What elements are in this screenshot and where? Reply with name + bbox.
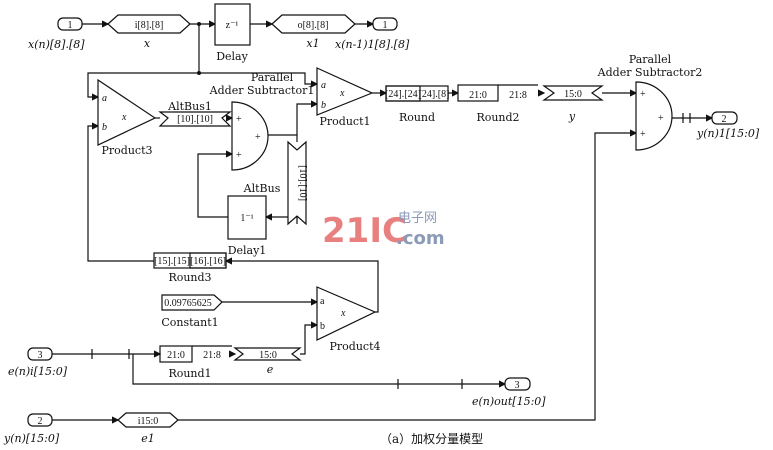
adder1-label-1: Parallel — [251, 71, 294, 84]
inport-2-label: y(n)[15:0] — [3, 432, 60, 445]
svg-text:1: 1 — [383, 20, 388, 31]
svg-text:+: + — [658, 113, 664, 124]
constant1-label: Constant1 — [161, 316, 218, 329]
svg-text:z⁻¹: z⁻¹ — [226, 20, 239, 31]
wires — [52, 20, 714, 424]
adder1-block[interactable]: + + + — [231, 101, 269, 171]
svg-text:+: + — [236, 150, 242, 161]
svg-text:a: a — [102, 93, 107, 104]
svg-text:21:0: 21:0 — [167, 350, 185, 361]
altbus1-block[interactable]: [10].[10] — [158, 111, 232, 127]
inport-2[interactable]: 2 — [27, 413, 53, 427]
product4-block[interactable]: a b x — [316, 286, 377, 341]
bus-x[interactable]: i[8].[8] — [107, 14, 191, 34]
svg-text:1: 1 — [68, 20, 73, 31]
svg-text:21IC: 21IC — [322, 211, 407, 251]
svg-text:3: 3 — [515, 380, 520, 391]
bus-x1[interactable]: o[8].[8] — [271, 14, 356, 34]
altbus1-label: AltBus1 — [167, 100, 212, 113]
svg-text:21:0: 21:0 — [469, 90, 487, 101]
svg-text:x: x — [339, 88, 345, 99]
product1-label: Product1 — [320, 115, 371, 128]
figure-caption: （a）加权分量模型 — [380, 432, 483, 446]
svg-text:[24].[8]: [24].[8] — [419, 89, 450, 100]
svg-text:o[8].[8]: o[8].[8] — [298, 20, 329, 31]
svg-text:.com: .com — [396, 228, 445, 249]
svg-text:+: + — [236, 114, 242, 125]
inport-3[interactable]: 3 — [27, 347, 53, 361]
round3-label: Round3 — [168, 271, 211, 284]
svg-text:2: 2 — [38, 416, 43, 427]
svg-text:x: x — [340, 308, 346, 319]
outport-2-label: y(n)1[15:0] — [696, 127, 760, 140]
svg-text:b: b — [321, 100, 326, 111]
svg-text:b: b — [102, 122, 107, 133]
outport-3-label: e(n)out[15:0] — [472, 395, 546, 408]
svg-text:[24].[24]: [24].[24] — [385, 89, 421, 100]
inport-1[interactable]: 1 — [57, 17, 83, 31]
svg-text:a: a — [321, 80, 326, 91]
svg-text:+: + — [640, 89, 646, 100]
altbus-label: AltBus — [243, 182, 281, 195]
delay1-label: Delay1 — [228, 244, 267, 257]
adder2-label-1: Parallel — [629, 53, 672, 66]
bus-e1-label: e1 — [141, 432, 155, 445]
adder1-label-2: Adder Subtractor1 — [209, 84, 315, 97]
svg-text:[15].[15]: [15].[15] — [154, 256, 190, 267]
svg-text:0.09765625: 0.09765625 — [164, 298, 212, 309]
adder2-label-2: Adder Subtractor2 — [597, 66, 703, 79]
outport-1-label: x(n-1)1[8].[8] — [335, 38, 410, 51]
inport-3-label: e(n)i[15:0] — [8, 365, 68, 378]
watermark: 21IC 电子网 .com — [322, 211, 445, 251]
bus-x1-label: x1 — [306, 37, 319, 50]
svg-text:21:8: 21:8 — [203, 350, 221, 361]
round1-block[interactable]: 21:0 21:8 — [159, 345, 232, 363]
svg-text:21:8: 21:8 — [509, 90, 527, 101]
svg-text:[10].[10]: [10].[10] — [297, 165, 308, 201]
round2-block[interactable]: 21:0 21:8 — [457, 84, 538, 102]
bus-x-label: x — [144, 37, 151, 50]
product3-label: Product3 — [102, 144, 153, 157]
product1-block[interactable]: a b x — [316, 67, 374, 116]
round-label: Round — [399, 111, 435, 124]
svg-text:+: + — [255, 132, 261, 143]
product4-label: Product4 — [330, 340, 381, 353]
svg-text:1⁻¹: 1⁻¹ — [240, 213, 253, 224]
round3-block[interactable]: [15].[15] [16].[16] — [153, 252, 227, 269]
svg-text:b: b — [320, 321, 325, 332]
round2-label: Round2 — [476, 111, 519, 124]
delay-label: Delay — [216, 50, 248, 63]
outport-1[interactable]: 1 — [372, 17, 398, 31]
svg-text:i15:0: i15:0 — [138, 416, 159, 427]
svg-text:15:0: 15:0 — [259, 350, 277, 361]
svg-text:[10].[10]: [10].[10] — [177, 114, 213, 125]
bus-e1[interactable]: i15:0 — [117, 412, 179, 428]
bus-e[interactable]: 15:0 — [233, 347, 302, 361]
round-block[interactable]: [24].[24] [24].[8] — [385, 85, 450, 102]
svg-text:15:0: 15:0 — [564, 89, 582, 100]
svg-text:3: 3 — [38, 350, 43, 361]
product3-block[interactable]: a b x — [97, 78, 157, 146]
inport-1-label: x(n)[8].[8] — [28, 38, 85, 51]
svg-text:i[8].[8]: i[8].[8] — [135, 20, 164, 31]
svg-text:2: 2 — [722, 114, 727, 125]
svg-text:x: x — [121, 112, 127, 123]
bus-y[interactable]: 15:0 — [542, 85, 604, 101]
svg-text:电子网: 电子网 — [398, 211, 437, 226]
bus-e-label: e — [267, 363, 274, 376]
svg-text:[16].[16]: [16].[16] — [190, 256, 226, 267]
outport-2[interactable]: 2 — [711, 111, 738, 125]
round1-label: Round1 — [168, 367, 211, 380]
bus-y-label: y — [568, 110, 576, 123]
outport-3[interactable]: 3 — [504, 377, 531, 391]
constant1-block[interactable]: 0.09765625 — [161, 294, 223, 311]
adder2-block[interactable]: + + + — [635, 81, 673, 151]
altbus-block[interactable]: [10].[10] — [287, 140, 308, 226]
svg-text:+: + — [640, 129, 646, 140]
delay-block[interactable]: z⁻¹ — [214, 3, 251, 46]
svg-text:a: a — [320, 296, 325, 307]
delay1-block[interactable]: 1⁻¹ — [227, 195, 267, 240]
